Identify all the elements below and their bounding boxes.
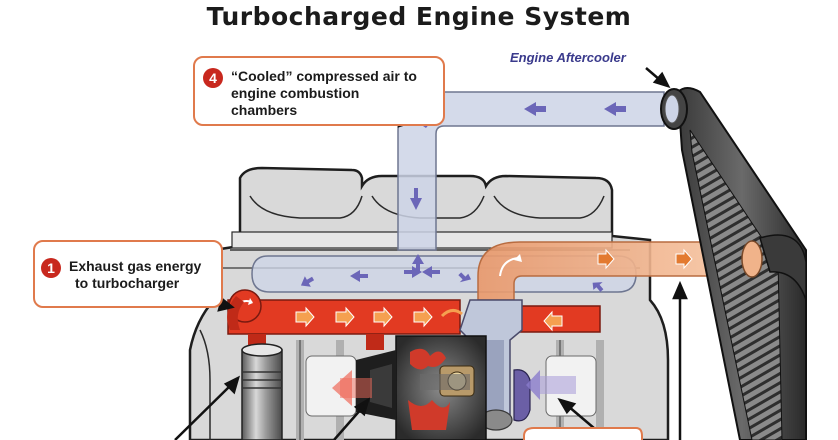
air-intake-arrow [526, 370, 576, 400]
aftercooler-label: Engine Aftercooler [510, 50, 626, 65]
callout-4-line-1: “Cooled” compressed air to [231, 68, 417, 84]
callout-1-line-2: to turbocharger [75, 275, 180, 291]
callout-partial-bottom [523, 427, 643, 440]
turbocharger [356, 335, 487, 440]
callout-4: 4 “Cooled” compressed air to engine comb… [193, 56, 445, 126]
exhaust-outlet-arrow [332, 370, 372, 406]
callout-number-badge: 1 [41, 258, 61, 278]
piston [241, 343, 283, 440]
diagram-title: Turbocharged Engine System [206, 2, 632, 31]
exhaust-flow-arrows [295, 248, 693, 332]
callout-number-badge: 4 [203, 68, 223, 88]
callout-4-line-2: engine combustion [231, 85, 360, 101]
engine-aftercooler [660, 87, 807, 440]
callout-1: 1 Exhaust gas energy to turbocharger [33, 240, 223, 308]
callout-4-line-3: chambers [231, 102, 298, 118]
callout-1-line-1: Exhaust gas energy [69, 258, 202, 274]
